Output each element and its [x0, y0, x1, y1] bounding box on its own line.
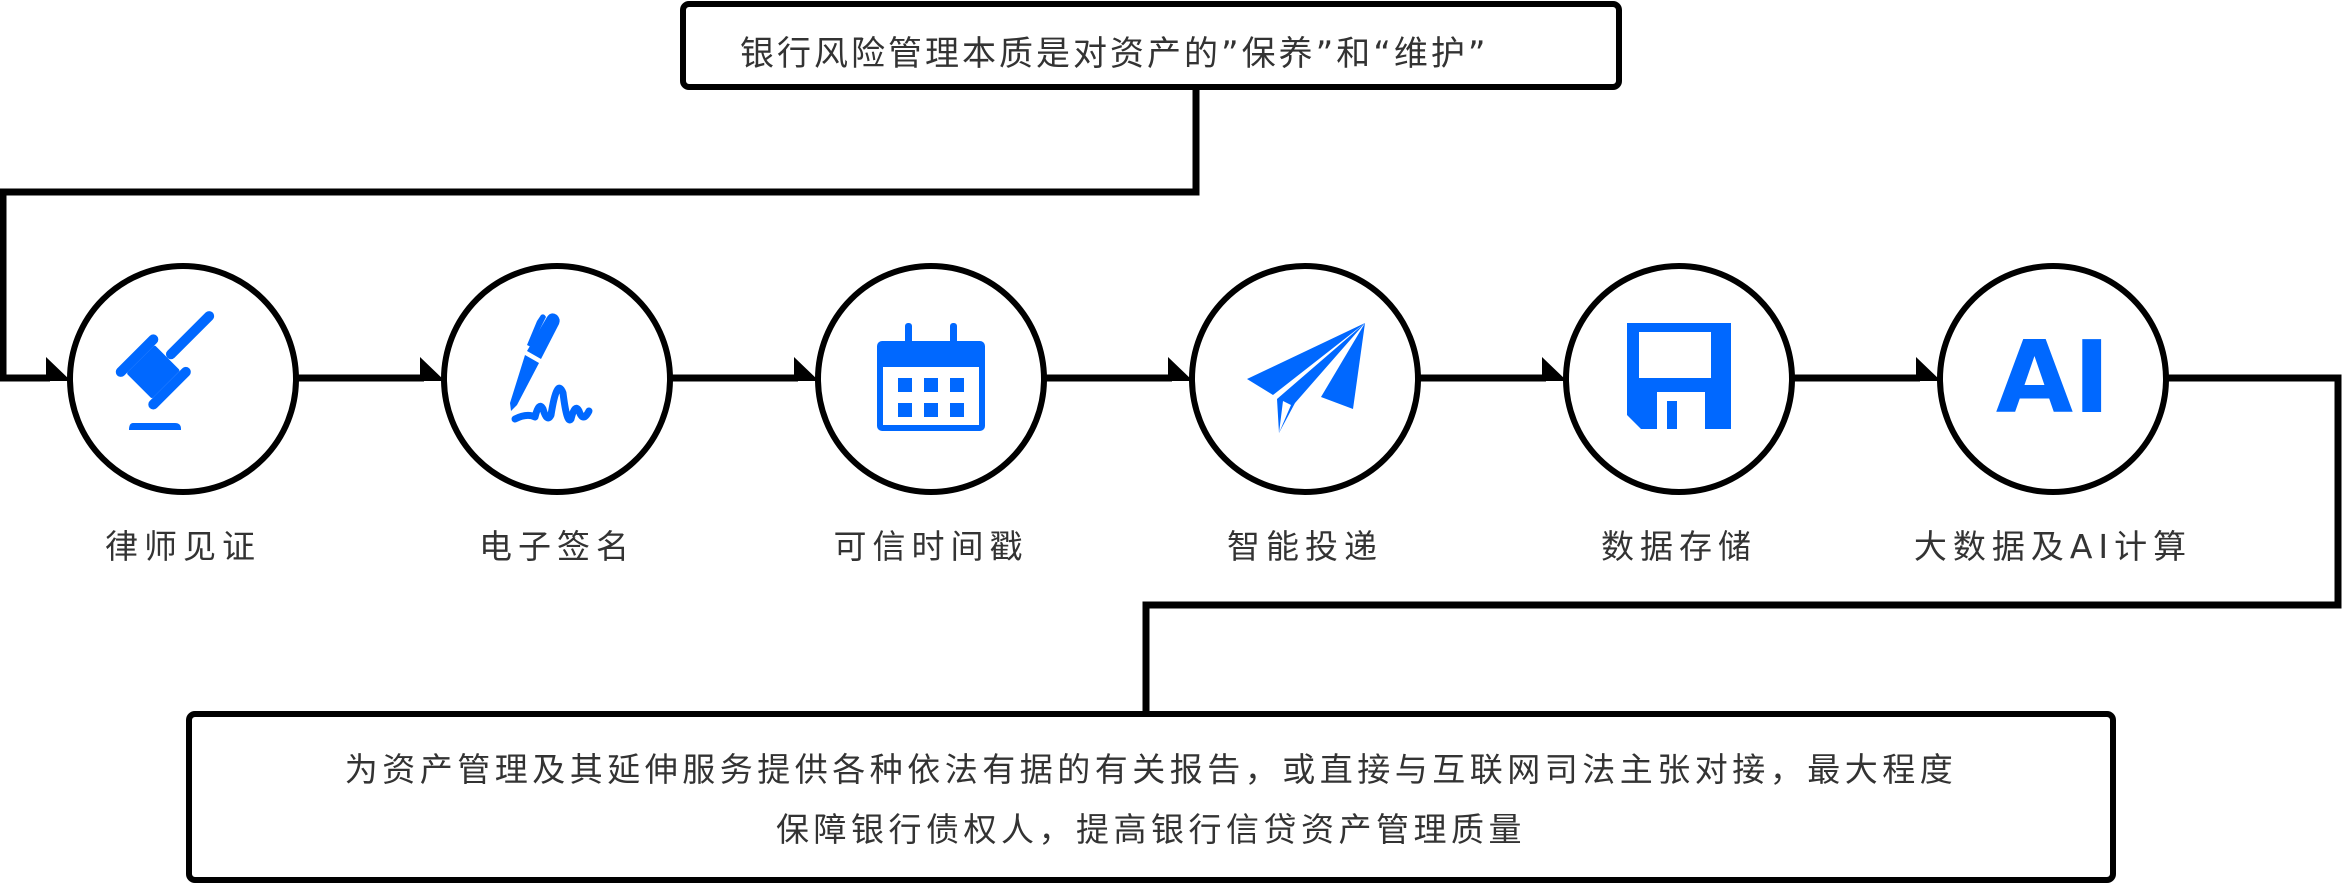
arrow-head [1168, 357, 1193, 381]
bottom-note-line-1: 为资产管理及其延伸服务提供各种依法有据的有关报告，或直接与互联网司法主张对接，最… [344, 750, 1958, 789]
flow-arrows [46, 357, 1941, 381]
ai-text-icon: AI [1996, 319, 2111, 436]
step-label: 大数据及AI计算 [1913, 527, 2193, 566]
step-circles [67, 263, 2169, 495]
top-note-text: 银行风险管理本质是对资产的”保养”和“维护” [740, 34, 1489, 74]
calendar-icon [877, 323, 985, 431]
step-circle [441, 263, 673, 495]
step-label: 电子签名 [479, 527, 635, 566]
arrow-head [1916, 357, 1941, 381]
step-label: 数据存储 [1601, 527, 1757, 566]
arrow-head [794, 357, 819, 381]
paper-plane-icon [1247, 323, 1365, 433]
gavel-icon [115, 311, 215, 430]
step-label: 可信时间戳 [833, 527, 1029, 566]
bottom-note-box: 为资产管理及其延伸服务提供各种依法有据的有关报告，或直接与互联网司法主张对接，最… [186, 711, 2116, 883]
pen-signature-icon [510, 313, 593, 424]
top-note-box: 银行风险管理本质是对资产的”保养”和“维护” [680, 1, 1622, 90]
floppy-disk-icon [1627, 323, 1731, 432]
step-label: 智能投递 [1227, 527, 1383, 566]
arrow-head [46, 357, 71, 381]
connector-top [0, 88, 1200, 382]
arrow-head [1542, 357, 1567, 381]
step-label: 律师见证 [105, 527, 261, 566]
connector-bottom [1142, 374, 2342, 713]
step-icons: AI [115, 311, 2111, 436]
bottom-note-line-2: 保障银行债权人，提高银行信贷资产管理质量 [776, 810, 1526, 849]
arrow-head [420, 357, 445, 381]
step-circle [1937, 263, 2169, 495]
